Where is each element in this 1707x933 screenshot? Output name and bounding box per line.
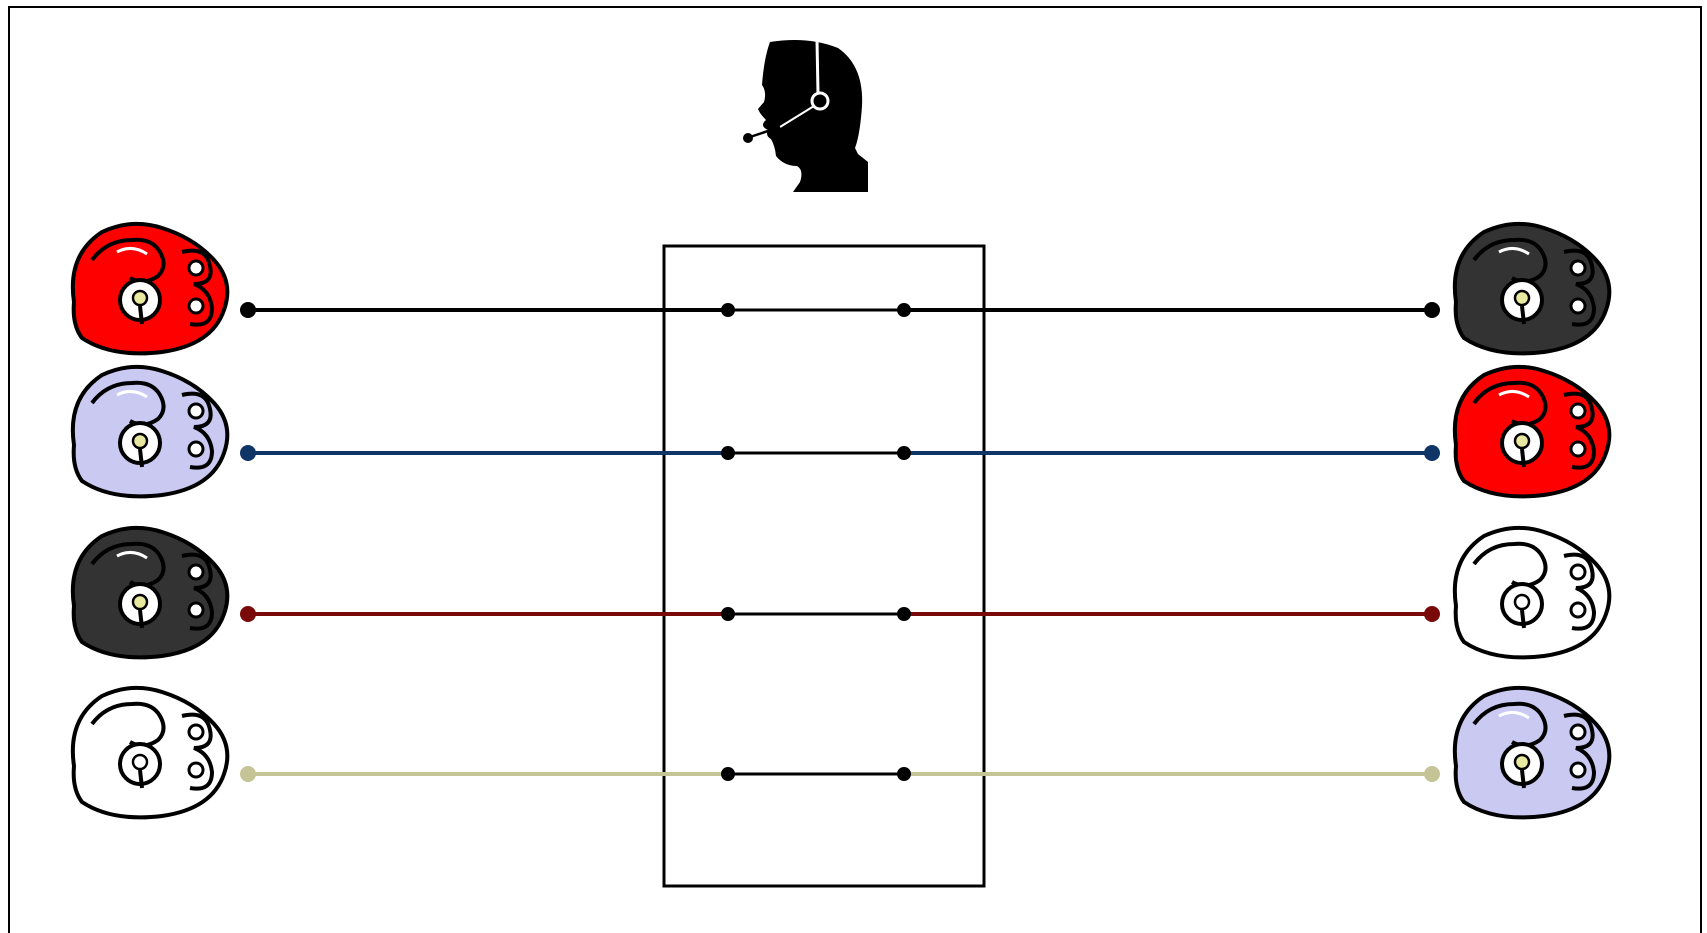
left-telephone-3-icon	[70, 525, 230, 660]
line-1-left-terminal	[240, 302, 256, 318]
jack-3-left	[721, 607, 735, 621]
jack-4-left	[721, 767, 735, 781]
headset-operator-icon	[743, 39, 868, 192]
frame-border	[8, 6, 1702, 933]
jack-1-right	[897, 303, 911, 317]
line-4-left-terminal	[240, 766, 256, 782]
telephones	[70, 221, 1612, 820]
right-telephone-2-icon	[1452, 364, 1612, 499]
line-1-right-terminal	[1424, 302, 1440, 318]
jack-2-left	[721, 446, 735, 460]
left-telephone-4-icon	[70, 685, 230, 820]
right-telephone-4-icon	[1452, 685, 1612, 820]
line-2-left-terminal	[240, 445, 256, 461]
line-2-right-terminal	[1424, 445, 1440, 461]
right-telephone-3-icon	[1452, 525, 1612, 660]
jack-3-right	[897, 607, 911, 621]
line-3-left-terminal	[240, 606, 256, 622]
line-4-right-terminal	[1424, 766, 1440, 782]
right-telephone-1-icon	[1452, 221, 1612, 356]
telephone-lines	[240, 302, 1440, 782]
jack-4-right	[897, 767, 911, 781]
left-telephone-2-icon	[70, 364, 230, 499]
left-telephone-1-icon	[70, 221, 230, 356]
jack-1-left	[721, 303, 735, 317]
line-3-right-terminal	[1424, 606, 1440, 622]
switchboard-box	[662, 244, 986, 888]
jack-2-right	[897, 446, 911, 460]
